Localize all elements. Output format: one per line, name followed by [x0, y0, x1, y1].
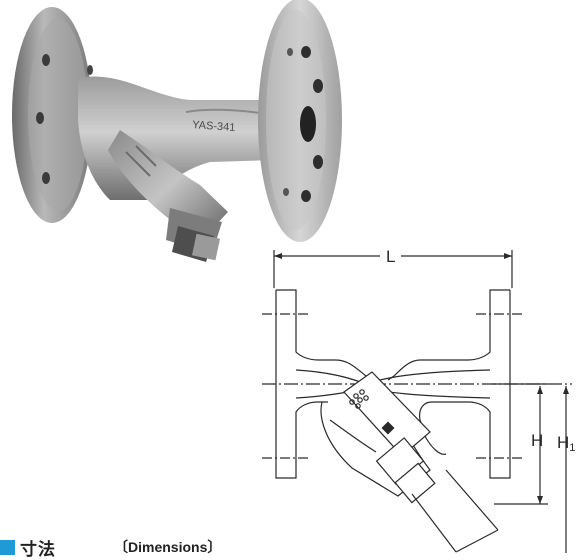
right-flange — [258, 0, 342, 242]
height1-label: H1 — [557, 433, 576, 454]
body-marking-text: YAS-341 — [192, 119, 236, 134]
left-flange-outline — [276, 289, 373, 381]
heading-title-en: 〔Dimensions〕 — [114, 539, 222, 555]
strainer-leg-outline — [320, 371, 499, 553]
drain-plug — [166, 208, 222, 262]
right-flange-outline — [387, 289, 510, 381]
heading-square-marker — [0, 539, 15, 555]
left-flange — [12, 7, 95, 223]
height-label: H — [531, 431, 544, 450]
dimensions-heading: 寸法 〔Dimensions〕 — [0, 538, 222, 559]
heading-title-jp: 寸法 — [20, 539, 56, 559]
length-label: L — [380, 248, 402, 265]
